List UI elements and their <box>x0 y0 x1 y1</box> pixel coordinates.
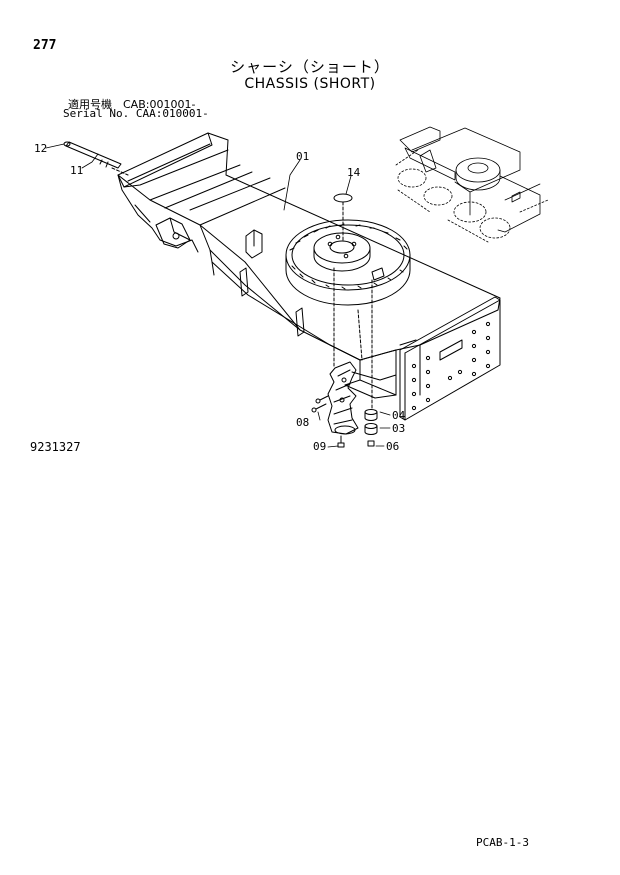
callout-03: 03 <box>392 422 405 435</box>
chassis-frame <box>117 132 501 399</box>
callout-labels: 12 11 01 14 08 09 04 03 06 <box>34 142 406 453</box>
bushings-03-04 <box>364 409 378 435</box>
applicable-serial-jp: 適用号機 CAB:001001- <box>68 98 196 111</box>
assembly-centerlines <box>111 167 373 409</box>
callout-11: 11 <box>70 164 83 177</box>
callout-06: 06 <box>386 440 399 453</box>
callout-08: 08 <box>296 416 309 429</box>
o-ring-14 <box>333 193 353 203</box>
callout-01: 01 <box>296 150 309 163</box>
bolts-08 <box>311 395 329 413</box>
rotating-joint <box>327 361 359 435</box>
rear-end-plate <box>399 296 501 421</box>
page-number: 277 <box>33 38 57 53</box>
bolt-09 <box>337 435 345 448</box>
callout-14: 14 <box>347 166 361 179</box>
callout-04: 04 <box>392 409 406 422</box>
bolt-06 <box>367 440 375 447</box>
figure-number: 9231327 <box>30 440 81 454</box>
swing-bearing <box>285 219 411 306</box>
leader-lines <box>45 143 391 448</box>
document-code: PCAB-1-3 <box>476 836 529 849</box>
inset-machine-view <box>395 126 549 243</box>
title-japanese: シャーシ（ショート） <box>230 58 390 76</box>
title-english: CHASSIS (SHORT) <box>244 76 376 92</box>
callout-09: 09 <box>313 440 326 453</box>
applicable-serial-en: Serial No. CAA:010001- <box>63 107 209 120</box>
callout-12: 12 <box>34 142 47 155</box>
